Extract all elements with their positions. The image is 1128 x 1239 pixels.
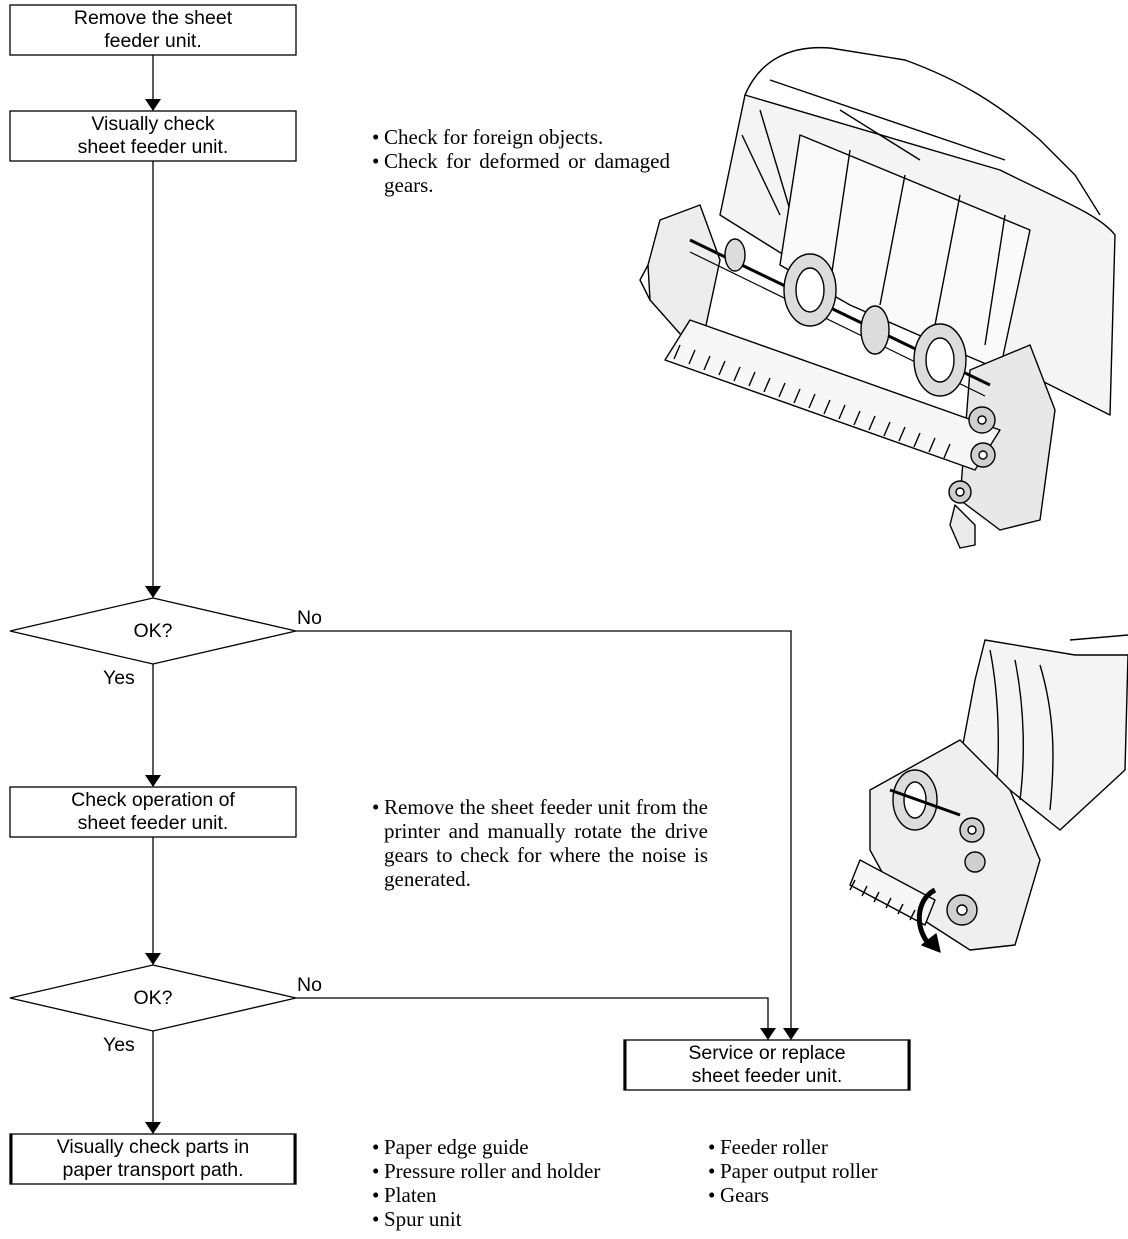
visual-check-notes: Check for foreign objects. Check for def… [372,125,670,197]
part-item: Paper edge guide [372,1135,712,1159]
sheet-feeder-unit-illustration [639,46,1116,549]
note-item: Check for foreign objects. [372,125,670,149]
branch-no-2: No [297,974,322,996]
part-item: Paper output roller [708,1159,968,1183]
check-operation-text: Check operation of sheet feeder unit. [71,789,235,834]
decision-1-text: OK? [133,620,173,642]
box-service-replace [623,1039,911,1091]
parts-list-left: Paper edge guide Pressure roller and hol… [372,1135,712,1231]
flow-connectors [145,55,799,1134]
box-visual-check [9,110,297,162]
box-check-operation [9,786,297,838]
branch-yes-2: Yes [103,1034,135,1056]
branch-no-1: No [297,607,322,629]
service-replace-text: Service or replace sheet feeder unit. [688,1042,846,1087]
visual-parts-text: Visually check parts in paper transport … [56,1136,250,1181]
decision-2-text: OK? [133,987,173,1009]
visual-check-text: Visually check sheet feeder unit. [77,113,229,158]
operation-check-notes: Remove the sheet feeder unit from the pr… [372,795,708,891]
note-item: Remove the sheet feeder unit from the pr… [372,795,708,891]
box-remove-unit [9,4,297,56]
part-item: Spur unit [372,1207,712,1231]
part-item: Pressure roller and holder [372,1159,712,1183]
part-item: Gears [708,1183,968,1207]
part-item: Feeder roller [708,1135,968,1159]
note-item: Check for deformed or damaged gears. [372,149,670,197]
remove-unit-text: Remove the sheet feeder unit. [73,7,233,52]
branch-yes-1: Yes [103,667,135,689]
sheet-feeder-gear-rotation-illustration [849,634,1128,953]
parts-list-right: Feeder roller Paper output roller Gears [708,1135,968,1207]
part-item: Platen [372,1183,712,1207]
